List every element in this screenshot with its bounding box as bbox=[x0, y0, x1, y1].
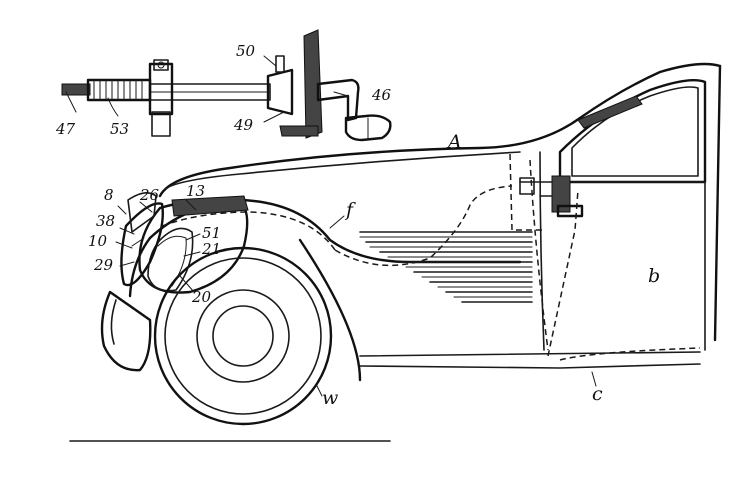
car-body bbox=[100, 62, 722, 382]
hood-top bbox=[158, 62, 722, 198]
label-51: 51 bbox=[202, 224, 221, 242]
reference-labels: 47 53 50 49 46 A 8 26 13 38 51 10 21 29 … bbox=[55, 42, 660, 409]
label-38: 38 bbox=[96, 212, 115, 230]
label-b: b bbox=[648, 265, 660, 287]
label-53: 53 bbox=[110, 120, 129, 138]
headlamp-assembly bbox=[120, 192, 249, 294]
crank-arm bbox=[316, 78, 360, 122]
label-26: 26 bbox=[139, 186, 160, 204]
label-10: 10 bbox=[88, 232, 108, 250]
label-29: 29 bbox=[93, 256, 114, 274]
lamp-door bbox=[120, 202, 164, 287]
label-49: 49 bbox=[233, 116, 254, 134]
fender-louvers bbox=[359, 231, 533, 303]
knurled-cable-end bbox=[61, 83, 91, 96]
parking-lamp bbox=[127, 192, 157, 233]
label-f: f bbox=[344, 199, 356, 221]
door-edge bbox=[539, 151, 545, 351]
door-handle bbox=[519, 177, 535, 195]
lamp-rim bbox=[171, 195, 249, 217]
shaft-collar bbox=[266, 68, 294, 116]
crank-handle bbox=[344, 114, 392, 142]
label-47: 47 bbox=[55, 120, 76, 138]
hubcap bbox=[196, 289, 290, 383]
bracket-clamp bbox=[148, 62, 174, 116]
bracket-post bbox=[151, 111, 171, 137]
label-20: 20 bbox=[191, 288, 212, 306]
spring-sleeve bbox=[86, 78, 152, 102]
hinge-mechanism bbox=[539, 175, 584, 218]
front-wheel bbox=[153, 246, 333, 426]
tire bbox=[153, 246, 333, 426]
label-c: c bbox=[592, 383, 603, 405]
label-13: 13 bbox=[186, 182, 205, 200]
leader-lines bbox=[65, 55, 597, 397]
label-21: 21 bbox=[201, 240, 221, 258]
hidden-shaft-path bbox=[509, 153, 546, 231]
crank-shaft-detail bbox=[61, 29, 392, 142]
cowl-vent bbox=[577, 95, 643, 129]
label-8: 8 bbox=[104, 186, 114, 204]
spring-coils bbox=[93, 79, 143, 101]
front-bumper bbox=[100, 290, 152, 372]
rocker-panel bbox=[359, 351, 701, 357]
label-46: 46 bbox=[371, 86, 392, 104]
label-A: A bbox=[446, 131, 462, 153]
label-50: 50 bbox=[236, 42, 256, 60]
label-w: w bbox=[322, 387, 338, 409]
windshield bbox=[558, 79, 707, 184]
mounting-plate bbox=[303, 29, 323, 139]
